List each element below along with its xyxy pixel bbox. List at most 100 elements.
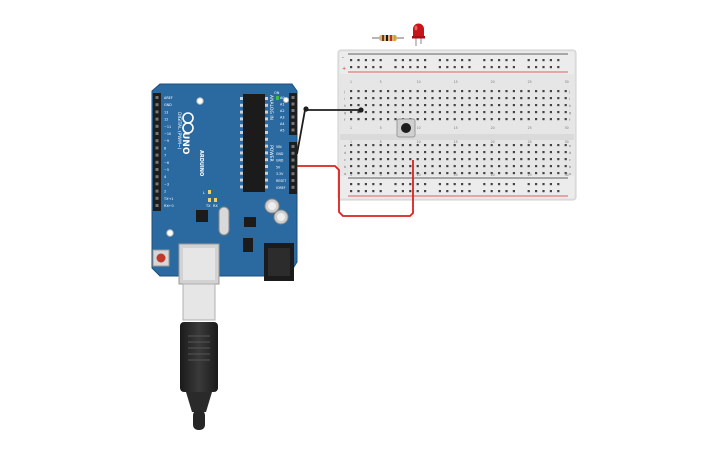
- terminal-hole[interactable]: [394, 111, 397, 114]
- rail-hole[interactable]: [416, 66, 419, 69]
- terminal-hole[interactable]: [453, 97, 456, 100]
- rail-hole[interactable]: [498, 59, 501, 62]
- terminal-hole[interactable]: [505, 165, 508, 168]
- terminal-hole[interactable]: [387, 158, 390, 161]
- terminal-hole[interactable]: [527, 158, 530, 161]
- terminal-hole[interactable]: [498, 118, 501, 121]
- terminal-hole[interactable]: [409, 158, 412, 161]
- rail-hole[interactable]: [505, 66, 508, 69]
- digital-pin-hole[interactable]: [155, 168, 159, 171]
- terminal-hole[interactable]: [468, 151, 471, 154]
- rail-hole[interactable]: [409, 66, 412, 69]
- terminal-hole[interactable]: [542, 144, 545, 147]
- digital-pin-hole[interactable]: [155, 204, 159, 207]
- terminal-hole[interactable]: [438, 172, 441, 175]
- terminal-hole[interactable]: [357, 104, 360, 107]
- terminal-hole[interactable]: [438, 118, 441, 121]
- terminal-hole[interactable]: [498, 97, 501, 100]
- terminal-hole[interactable]: [490, 104, 493, 107]
- rail-hole[interactable]: [468, 190, 471, 193]
- terminal-hole[interactable]: [527, 151, 530, 154]
- rail-hole[interactable]: [549, 183, 552, 186]
- rail-hole[interactable]: [461, 190, 464, 193]
- analog-pin-hole[interactable]: [291, 128, 295, 132]
- right-pin-holes[interactable]: [291, 96, 295, 189]
- terminal-hole[interactable]: [409, 97, 412, 100]
- terminal-hole[interactable]: [564, 97, 567, 100]
- terminal-hole[interactable]: [549, 158, 552, 161]
- digital-pin-hole[interactable]: [155, 117, 159, 121]
- rail-hole[interactable]: [401, 183, 404, 186]
- terminal-hole[interactable]: [424, 144, 427, 147]
- terminal-hole[interactable]: [409, 90, 412, 93]
- rail-hole[interactable]: [461, 183, 464, 186]
- terminal-hole[interactable]: [564, 111, 567, 114]
- rail-hole[interactable]: [350, 190, 353, 193]
- terminal-hole[interactable]: [535, 118, 538, 121]
- terminal-hole[interactable]: [453, 90, 456, 93]
- terminal-hole[interactable]: [416, 151, 419, 154]
- rail-hole[interactable]: [490, 66, 493, 69]
- rail-hole[interactable]: [357, 59, 360, 62]
- terminal-hole[interactable]: [475, 90, 478, 93]
- rail-hole[interactable]: [446, 59, 449, 62]
- terminal-hole[interactable]: [483, 111, 486, 114]
- power-pin-hole[interactable]: [291, 158, 295, 162]
- terminal-hole[interactable]: [394, 172, 397, 175]
- terminal-hole[interactable]: [424, 172, 427, 175]
- rail-hole[interactable]: [512, 66, 515, 69]
- terminal-hole[interactable]: [498, 151, 501, 154]
- terminal-hole[interactable]: [461, 90, 464, 93]
- terminal-hole[interactable]: [401, 104, 404, 107]
- rail-hole[interactable]: [490, 190, 493, 193]
- rail-hole[interactable]: [505, 190, 508, 193]
- terminal-hole[interactable]: [387, 118, 390, 121]
- terminal-hole[interactable]: [401, 172, 404, 175]
- terminal-hole[interactable]: [409, 165, 412, 168]
- terminal-hole[interactable]: [350, 158, 353, 161]
- 5v-wire-path[interactable]: [297, 160, 414, 217]
- rail-hole[interactable]: [483, 190, 486, 193]
- terminal-hole[interactable]: [527, 104, 530, 107]
- rail-hole[interactable]: [483, 66, 486, 69]
- terminal-hole[interactable]: [483, 90, 486, 93]
- terminal-hole[interactable]: [357, 144, 360, 147]
- digital-pin-hole[interactable]: [155, 96, 159, 99]
- terminal-hole[interactable]: [535, 111, 538, 114]
- terminal-hole[interactable]: [564, 151, 567, 154]
- terminal-hole[interactable]: [542, 111, 545, 114]
- terminal-hole[interactable]: [416, 172, 419, 175]
- terminal-hole[interactable]: [416, 111, 419, 114]
- terminal-hole[interactable]: [564, 165, 567, 168]
- terminal-hole[interactable]: [498, 111, 501, 114]
- rail-hole[interactable]: [401, 190, 404, 193]
- terminal-hole[interactable]: [527, 172, 530, 175]
- terminal-hole[interactable]: [350, 90, 353, 93]
- rail-hole[interactable]: [549, 66, 552, 69]
- terminal-hole[interactable]: [394, 90, 397, 93]
- terminal-hole[interactable]: [357, 90, 360, 93]
- terminal-hole[interactable]: [364, 90, 367, 93]
- rail-hole[interactable]: [379, 59, 382, 62]
- digital-pin-hole[interactable]: [155, 103, 159, 107]
- terminal-hole[interactable]: [490, 151, 493, 154]
- terminal-hole[interactable]: [416, 158, 419, 161]
- terminal-hole[interactable]: [557, 118, 560, 121]
- rail-hole[interactable]: [468, 59, 471, 62]
- terminal-hole[interactable]: [557, 90, 560, 93]
- terminal-hole[interactable]: [564, 158, 567, 161]
- rail-hole[interactable]: [512, 59, 515, 62]
- terminal-hole[interactable]: [468, 144, 471, 147]
- analog-header[interactable]: [289, 93, 297, 135]
- terminal-hole[interactable]: [527, 165, 530, 168]
- terminal-hole[interactable]: [372, 144, 375, 147]
- terminal-hole[interactable]: [468, 118, 471, 121]
- power-pin-hole[interactable]: [291, 151, 295, 155]
- terminal-hole[interactable]: [483, 165, 486, 168]
- terminal-hole[interactable]: [475, 104, 478, 107]
- digital-pin-hole[interactable]: [155, 182, 159, 186]
- rail-hole[interactable]: [438, 66, 441, 69]
- terminal-hole[interactable]: [372, 165, 375, 168]
- terminal-hole[interactable]: [401, 165, 404, 168]
- terminal-hole[interactable]: [542, 118, 545, 121]
